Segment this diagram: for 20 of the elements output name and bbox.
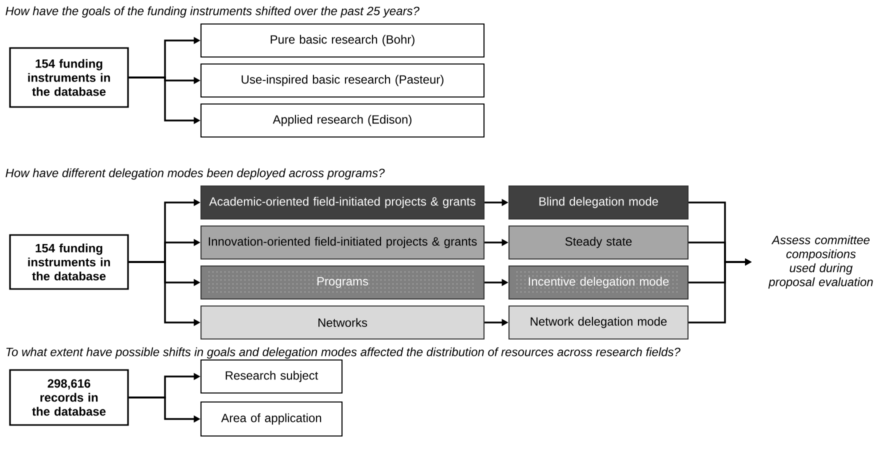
outcome-text: Assess committee compositions used during proposal evaluation [768,235,873,289]
question-heading: To what extent have possible shifts in goals and delegation modes affected the distribution of resources across research fields? [6,347,680,359]
category-box: Network delegation mode [508,305,689,340]
question-heading: How have different delegation modes been deployed across programs? [6,168,385,180]
category-box: Steady state [508,225,689,260]
category-box: Pure basic research (Bohr) [200,23,485,58]
category-box: Innovation-oriented field-initiated projects & grants [200,225,485,260]
category-box: Academic-oriented field-initiated projects & grants [200,185,485,220]
source-box: 298,616 records in the database [9,369,129,426]
question-heading: How have the goals of the funding instruments shifted over the past 25 years? [6,6,420,18]
category-box: Programs [200,265,485,300]
category-box: Incentive delegation mode [508,265,689,300]
category-box: Blind delegation mode [508,185,689,220]
category-box: Area of application [200,401,343,437]
source-box: 154 funding instruments in the database [9,234,129,290]
category-box: Use-inspired basic research (Pasteur) [200,63,485,98]
source-box: 154 funding instruments in the database [9,47,129,108]
category-box: Networks [200,305,485,340]
category-box: Research subject [200,359,343,394]
category-box: Applied research (Edison) [200,103,485,138]
